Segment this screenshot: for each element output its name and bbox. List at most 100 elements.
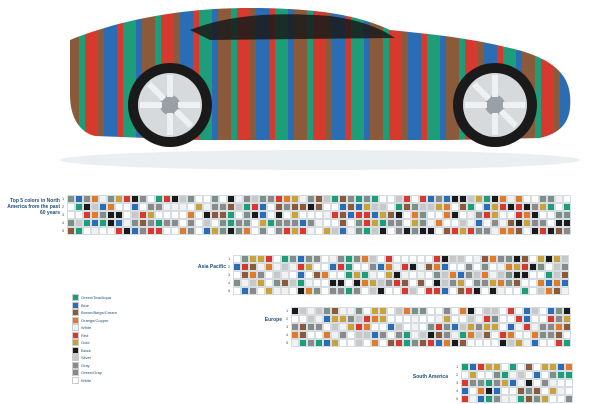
mosaic-cell	[321, 287, 329, 295]
mosaic-cell	[321, 279, 329, 287]
legend-swatch	[72, 339, 79, 347]
mosaic-cell	[313, 263, 321, 271]
mosaic-cell	[361, 255, 369, 263]
mosaic-cell	[211, 203, 219, 211]
mosaic-cell	[179, 211, 187, 219]
mosaic-cell	[387, 315, 395, 323]
mosaic-cell	[515, 307, 523, 315]
car-stripe	[345, 8, 351, 140]
mosaic-cell	[369, 263, 377, 271]
mosaic-cell	[115, 219, 123, 227]
legend-swatch	[72, 369, 79, 377]
mosaic-cell	[267, 203, 275, 211]
mosaic-cell	[395, 227, 403, 235]
row-number: 5	[456, 396, 459, 401]
mosaic-cell	[377, 255, 385, 263]
mosaic-cell	[233, 263, 241, 271]
mosaic-cell	[513, 279, 521, 287]
mosaic-cell	[539, 195, 547, 203]
mosaic-cell	[249, 255, 257, 263]
mosaic-cell	[243, 211, 251, 219]
mosaic-cell	[531, 315, 539, 323]
mosaic-cell	[313, 255, 321, 263]
mosaic-cell	[545, 255, 553, 263]
mosaic-cell	[435, 195, 443, 203]
mosaic-cell	[211, 227, 219, 235]
mosaic-cell	[387, 227, 395, 235]
mosaic-cell	[347, 195, 355, 203]
mosaic-cell	[549, 379, 557, 387]
mosaic-cell	[435, 323, 443, 331]
mosaic-cell	[403, 339, 411, 347]
mosaic-cell	[339, 227, 347, 235]
mosaic-cell	[259, 211, 267, 219]
mosaic-cell	[531, 227, 539, 235]
mosaic-cell	[275, 211, 283, 219]
mosaic-cell	[363, 203, 371, 211]
mosaic-cell	[507, 203, 515, 211]
legend-label: Orange/Copper	[81, 317, 109, 323]
mosaic-cell	[555, 307, 563, 315]
mosaic-cell	[107, 211, 115, 219]
mosaic-cell	[385, 271, 393, 279]
mosaic-cell	[493, 395, 501, 403]
mosaic-cell	[379, 315, 387, 323]
mosaic-cell	[523, 315, 531, 323]
mosaic-cell	[469, 379, 477, 387]
mosaic-cell	[361, 287, 369, 295]
car-stripe	[98, 8, 104, 140]
mosaic-cell	[235, 219, 243, 227]
mosaic-cell	[563, 227, 571, 235]
mosaic-cell	[517, 363, 525, 371]
mosaic-cell	[387, 307, 395, 315]
mosaic-cell	[441, 279, 449, 287]
mosaic-cell	[403, 195, 411, 203]
legend-label: Brown/Beige/Cream	[81, 310, 117, 316]
mosaic-cell	[449, 279, 457, 287]
car-stripe	[370, 8, 383, 140]
mosaic-cell	[273, 271, 281, 279]
mosaic-cell	[305, 271, 313, 279]
mosaic-cell	[315, 323, 323, 331]
mosaic-cell	[403, 203, 411, 211]
mosaic-cell	[393, 271, 401, 279]
mosaic-cell	[339, 195, 347, 203]
mosaic-cell	[451, 227, 459, 235]
mosaic-cell	[427, 339, 435, 347]
mosaic-cell	[521, 255, 529, 263]
mosaic-cell	[491, 315, 499, 323]
mosaic-cell	[541, 395, 549, 403]
mosaic-cell	[547, 219, 555, 227]
mosaic-cell	[203, 203, 211, 211]
mosaic-cell	[435, 203, 443, 211]
mosaic-cell	[331, 339, 339, 347]
mosaic-cell	[481, 271, 489, 279]
mosaic-cell	[489, 279, 497, 287]
mosaic-cell	[257, 279, 265, 287]
mosaic-cell	[557, 363, 565, 371]
mosaic-cell	[433, 287, 441, 295]
mosaic-cell	[539, 307, 547, 315]
row-number: 1	[456, 364, 459, 369]
mosaic-cell	[529, 263, 537, 271]
mosaic-cell	[427, 211, 435, 219]
mosaic-cell	[451, 315, 459, 323]
mosaic-cell	[379, 203, 387, 211]
car-window	[190, 14, 395, 40]
mosaic-cell	[203, 227, 211, 235]
mosaic-cell	[533, 363, 541, 371]
mosaic-cell	[485, 387, 493, 395]
mosaic-cell	[345, 271, 353, 279]
mosaic-cell	[99, 203, 107, 211]
mosaic-cell	[483, 323, 491, 331]
mosaic-cell	[313, 287, 321, 295]
mosaic-cell	[507, 315, 515, 323]
mosaic-cell	[411, 227, 419, 235]
mosaic-cell	[465, 263, 473, 271]
legend-label: Silver	[81, 355, 92, 361]
mosaic-cell	[563, 203, 571, 211]
mosaic-cell	[553, 263, 561, 271]
mosaic-cell	[347, 315, 355, 323]
mosaic-cell	[507, 195, 515, 203]
car-stripe	[535, 8, 541, 140]
